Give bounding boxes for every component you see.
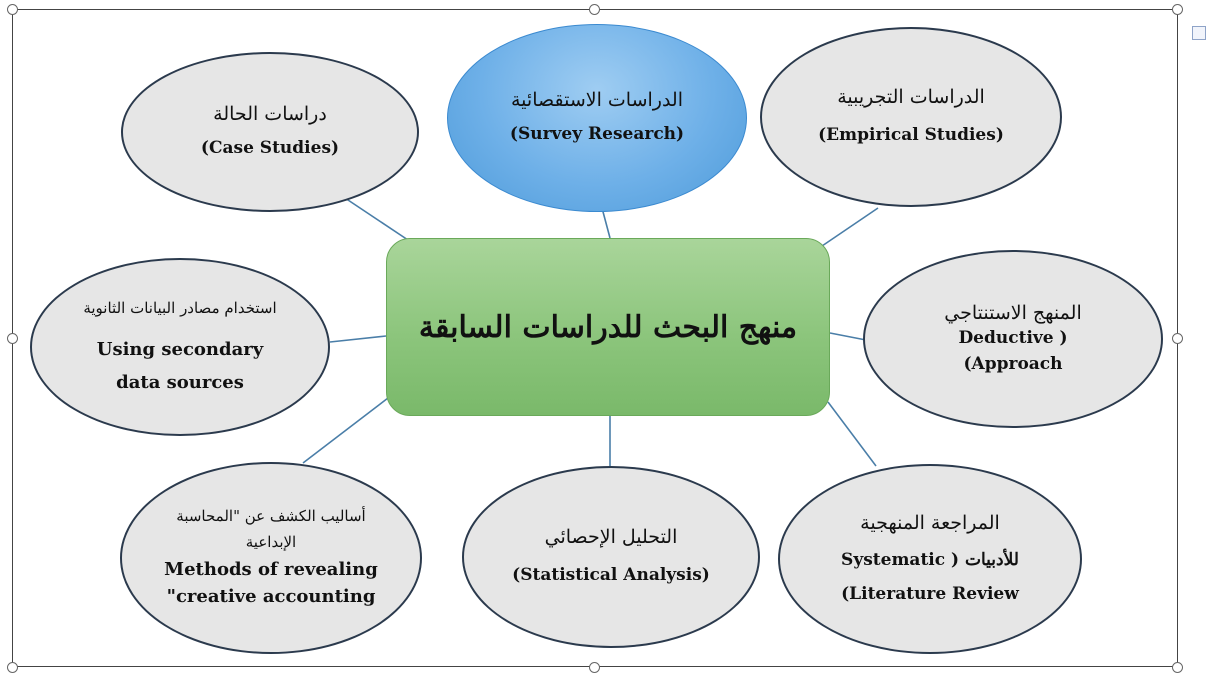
node-deductive-approach[interactable]: المنهج الاستنتاجي Deductive ) (Approach bbox=[863, 250, 1163, 428]
node-empirical-studies-english: (Empirical Studies) bbox=[818, 125, 1004, 146]
node-systematic-review[interactable]: المراجعة المنهجية للأدبيات ( Systematic … bbox=[778, 464, 1082, 654]
node-creative-accounting-arabic-2: الإبداعية bbox=[245, 533, 297, 551]
connector-secondary bbox=[329, 335, 387, 343]
node-empirical-studies-arabic: الدراسات التجريبية bbox=[837, 86, 985, 109]
central-topic-title: منهج البحث للدراسات السابقة bbox=[418, 309, 798, 345]
node-secondary-data-english-2: data sources bbox=[116, 372, 244, 394]
node-creative-accounting-english-2: "creative accounting bbox=[166, 586, 376, 608]
connector-empirical bbox=[821, 207, 879, 247]
connector-case-studies bbox=[344, 197, 409, 241]
node-survey-research-arabic: الدراسات الاستقصائية bbox=[511, 89, 683, 112]
node-case-studies[interactable]: دراسات الحالة (Case Studies) bbox=[121, 52, 419, 212]
layout-options-icon[interactable] bbox=[1192, 26, 1206, 40]
node-case-studies-arabic: دراسات الحالة bbox=[213, 103, 327, 126]
node-statistical-analysis[interactable]: التحليل الإحصائي (Statistical Analysis) bbox=[462, 466, 760, 648]
node-statistical-analysis-english: (Statistical Analysis) bbox=[512, 565, 710, 586]
connector-systematic bbox=[827, 401, 877, 467]
resize-handle-bottom-center[interactable] bbox=[589, 662, 600, 673]
resize-handle-top-left[interactable] bbox=[7, 4, 18, 15]
resize-handle-top-center[interactable] bbox=[589, 4, 600, 15]
node-creative-accounting[interactable]: أساليب الكشف عن "المحاسبة الإبداعية Meth… bbox=[120, 462, 422, 654]
node-creative-accounting-arabic-1: أساليب الكشف عن "المحاسبة bbox=[176, 506, 366, 525]
node-secondary-data[interactable]: استخدام مصادر البيانات الثانوية Using se… bbox=[30, 258, 330, 436]
node-deductive-approach-english-1: Deductive ) bbox=[958, 328, 1068, 349]
connector-deductive bbox=[829, 332, 867, 341]
connector-survey bbox=[601, 207, 611, 239]
node-deductive-approach-arabic: المنهج الاستنتاجي bbox=[944, 301, 1082, 324]
resize-handle-middle-right[interactable] bbox=[1172, 333, 1183, 344]
resize-handle-bottom-right[interactable] bbox=[1172, 662, 1183, 673]
node-deductive-approach-english-2: (Approach bbox=[963, 353, 1063, 374]
node-systematic-review-arabic-1: المراجعة المنهجية bbox=[860, 511, 1000, 534]
node-secondary-data-arabic: استخدام مصادر البيانات الثانوية bbox=[83, 298, 277, 317]
central-topic-box[interactable]: منهج البحث للدراسات السابقة bbox=[386, 238, 830, 416]
resize-handle-bottom-left[interactable] bbox=[7, 662, 18, 673]
resize-handle-middle-left[interactable] bbox=[7, 333, 18, 344]
node-statistical-analysis-arabic: التحليل الإحصائي bbox=[544, 526, 678, 549]
node-empirical-studies[interactable]: الدراسات التجريبية (Empirical Studies) bbox=[760, 27, 1062, 207]
node-systematic-review-english: (Literature Review bbox=[841, 583, 1019, 604]
node-case-studies-english: (Case Studies) bbox=[200, 138, 340, 159]
resize-handle-top-right[interactable] bbox=[1172, 4, 1183, 15]
node-creative-accounting-english-1: Methods of revealing bbox=[164, 559, 378, 581]
node-systematic-review-arabic-2: للأدبيات ( Systematic bbox=[841, 549, 1019, 570]
node-survey-research[interactable]: الدراسات الاستقصائية (Survey Research) bbox=[447, 24, 747, 212]
node-survey-research-english: (Survey Research) bbox=[509, 124, 685, 145]
connector-creative bbox=[302, 397, 389, 464]
node-secondary-data-english-1: Using secondary bbox=[96, 339, 264, 361]
